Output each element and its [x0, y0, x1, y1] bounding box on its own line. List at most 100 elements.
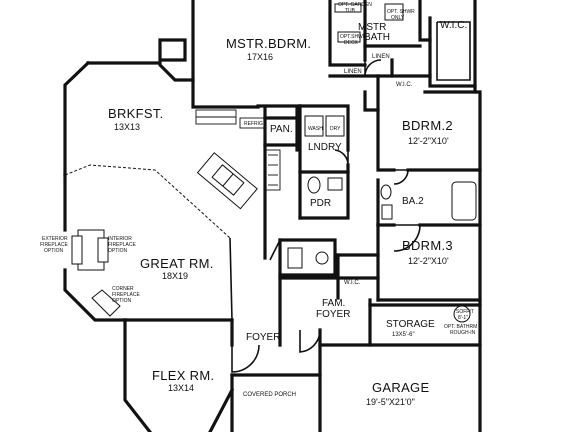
ext-fireplace-note-1: EXTERIOR [42, 236, 68, 242]
pantry-label: PAN. [270, 124, 293, 135]
deck-icon [337, 31, 361, 43]
wall-hatching [195, 109, 281, 191]
corner-fireplace-note-3: OPTION [112, 298, 132, 304]
flex-room-dims: 13X14 [168, 383, 194, 393]
powder-label: PDR [310, 198, 331, 209]
wic-hall-wall [363, 90, 380, 112]
corner-fireplace-icon [91, 289, 121, 317]
fam-foyer-label-1: FAM. [322, 298, 345, 309]
fam-foyer-label-2: FOYER [316, 309, 350, 320]
washer-icon [304, 115, 324, 137]
master-bedroom-east-wall [328, 0, 367, 67]
soffit-note-2: 8'-1" [458, 315, 468, 321]
room-labels: MSTR.BDRM. 17X16 MSTR BATH W.I.C. LINEN … [108, 20, 467, 407]
bedroom2-label: BDRM.2 [402, 118, 453, 133]
porch-column [158, 38, 187, 62]
garage-dims: 19'-5"X21'0" [366, 397, 415, 407]
master-bedroom-west-wall [191, 0, 302, 109]
ext-fireplace-note-2: FIREPLACE [40, 242, 68, 248]
great-room-dims: 18X19 [162, 271, 188, 281]
dryer-icon [325, 115, 345, 137]
bedroom2-west-wall [376, 74, 396, 172]
great-room-label: GREAT RM. [140, 256, 214, 271]
breakfast-north-wall [86, 61, 195, 82]
powder-east-wall [298, 163, 350, 220]
bath2-label: BA.2 [402, 196, 424, 207]
garden-tub-icon [334, 3, 362, 13]
plan-notes: OPT. GARDEN TUB OPT. SHWR ONLY OPT.SHWR … [40, 2, 477, 336]
foyer-label: FOYER [246, 332, 280, 343]
laundry-door [334, 149, 349, 166]
hall-bath-wall [278, 238, 337, 277]
bath2-vanity-icon [381, 204, 393, 220]
storage-dims: 13X5'-6" [392, 332, 415, 338]
shower-icon [384, 3, 404, 21]
master-closet-inner [436, 21, 471, 81]
bath2-toilet-icon [380, 184, 392, 200]
corner-fireplace-note-2: FIREPLACE [112, 292, 140, 298]
int-fireplace-note-2: FIREPLACE [108, 242, 136, 248]
garage-label: GARAGE [372, 380, 429, 395]
powder-sink-icon [327, 177, 343, 191]
washer-label: WASH [308, 126, 323, 132]
flex-west-wall [123, 318, 153, 432]
covered-porch-label: COVERED PORCH [243, 392, 296, 398]
great-room-opening [64, 164, 231, 239]
garden-tub-note-1: OPT. GARDEN [338, 2, 372, 8]
master-bath-label-1: MSTR [358, 22, 386, 33]
hall-sink-icon [287, 247, 303, 269]
kitchen-island [196, 152, 258, 210]
soffit-note-1: SOFFIT [456, 309, 474, 315]
shower-note-2: ONLY [391, 15, 405, 21]
great-room-west-lower [63, 268, 127, 322]
master-bedroom-dims: 17X16 [247, 52, 273, 62]
master-closet-wall [428, 16, 477, 88]
fridge-box [239, 117, 265, 129]
breakfast-label: BRKFST. [108, 106, 164, 121]
deck-note-1: OPT.SHWR [340, 34, 367, 40]
bedroom3-label: BDRM.3 [402, 238, 453, 253]
flex-door [231, 344, 260, 373]
oven-stack [264, 149, 281, 191]
flex-room-label: FLEX RM. [152, 368, 214, 383]
dryer-label: DRY [330, 126, 341, 132]
linen-door [364, 59, 382, 77]
powder-toilet-icon [307, 176, 321, 194]
int-fireplace-note-3: OPTION [108, 248, 128, 254]
deck-note-2: DECK [344, 40, 359, 46]
master-bedroom-label: MSTR.BDRM. [226, 36, 311, 51]
refrigerator-label: REFRIG [244, 121, 263, 127]
linen-upper-label: LINEN [372, 54, 390, 60]
great-room-east-wall [229, 237, 233, 321]
master-wic-label: W.I.C. [440, 20, 467, 31]
bedroom2-dims: 12'-2"X10' [408, 136, 449, 146]
garden-tub-note-2: TUB [345, 8, 356, 14]
bdrm2-door [393, 169, 409, 185]
laundry-label: LNDRY [308, 142, 342, 153]
rough-in-note-1: OPT. BATHRM [444, 324, 477, 330]
shower-note-1: OPT. SHWR [387, 9, 415, 15]
linen-lower-label: LINEN [344, 69, 362, 75]
doors [231, 59, 421, 373]
int-fireplace-note-1: INTERIOR [108, 236, 132, 242]
breakfast-west-bay [63, 60, 91, 177]
closet-divider-wall [418, 0, 432, 42]
bath2-door [393, 224, 421, 252]
master-bath-label-2: BATH [364, 32, 390, 43]
flex-bay-east [208, 387, 235, 432]
east-exterior-wall [473, 0, 482, 432]
laundry-wall [298, 104, 350, 152]
walls [63, 0, 482, 432]
ext-fireplace-note-3: OPTION [44, 248, 64, 254]
wic-hall-label: W.I.C. [396, 82, 413, 88]
fixtures [71, 3, 477, 317]
wic3-label: W.I.C. [344, 280, 361, 286]
hall-door [269, 239, 281, 261]
bedroom3-dims: 12'-2"X10' [408, 256, 449, 266]
breakfast-dims: 13X13 [114, 122, 140, 132]
bath2-tub-icon [451, 181, 477, 221]
hall-toilet-icon [315, 251, 329, 265]
soffit-marker [453, 305, 471, 323]
